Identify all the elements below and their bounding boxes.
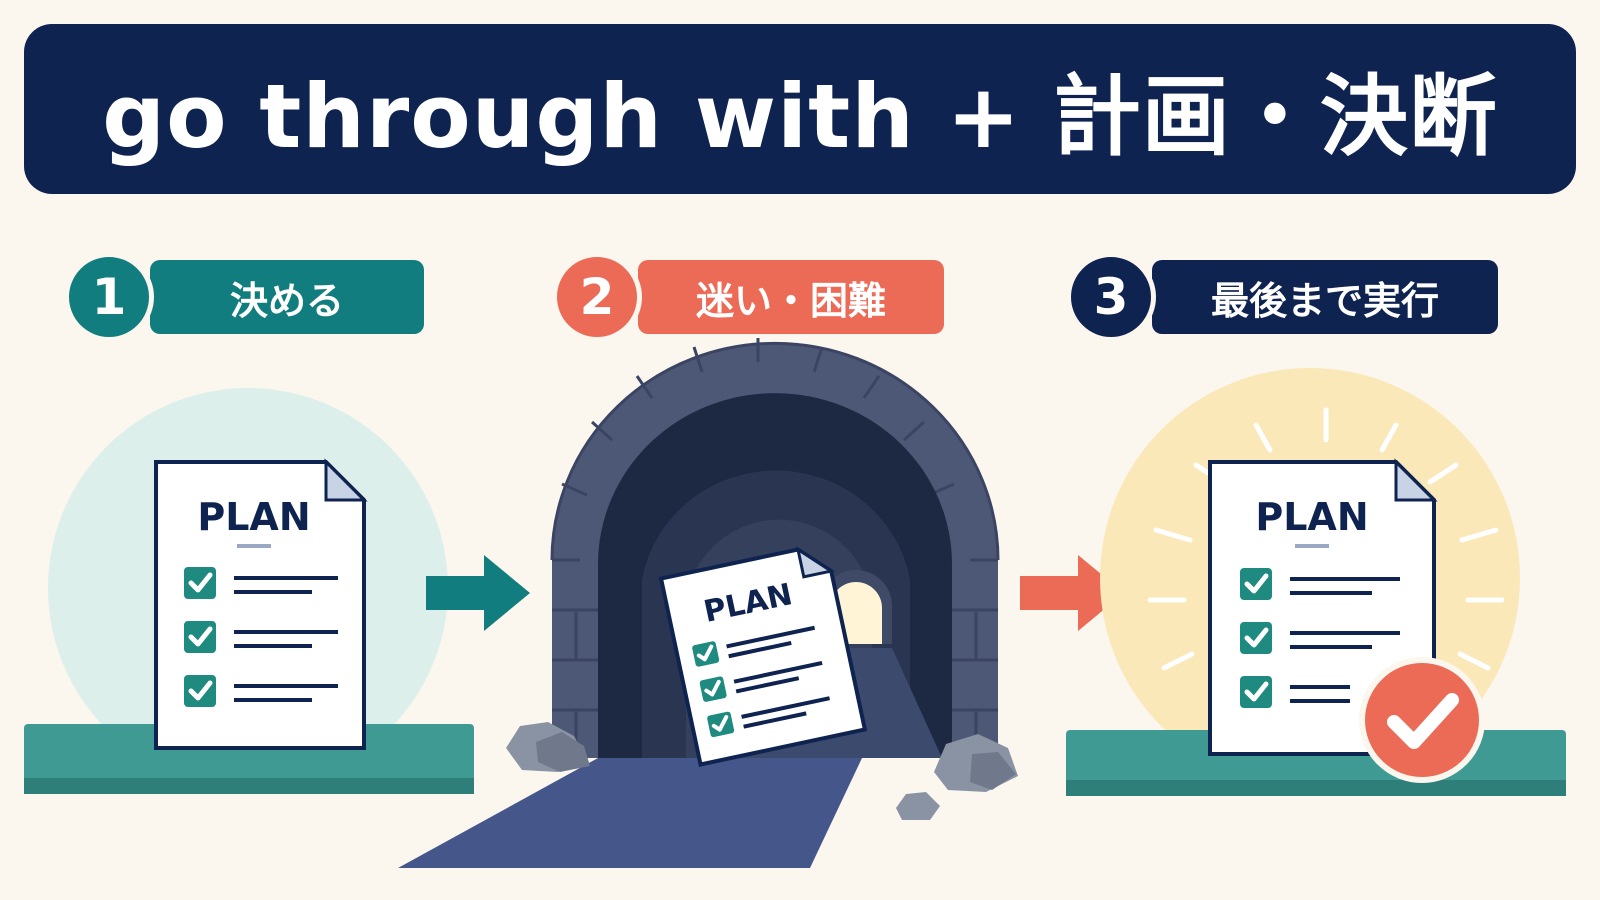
step-1-label-pill: 決める (150, 260, 424, 334)
checkbox-icon (184, 675, 216, 707)
checkbox-icon (707, 711, 735, 738)
plan-doc-title: PLAN (197, 495, 310, 539)
step-2-number: 2 (579, 268, 615, 326)
checkbox-icon (184, 567, 216, 599)
checkbox-icon (1240, 622, 1272, 654)
checkbox-icon (692, 641, 720, 667)
rock-icon (896, 792, 940, 820)
checkbox-icon (699, 676, 727, 702)
plan-document-icon: PLAN (658, 546, 868, 767)
plan-doc-title-complete: PLAN (1255, 495, 1368, 539)
step-2-header: 2 迷い・困難 (552, 252, 944, 342)
step-3-number-badge: 3 (1066, 252, 1156, 342)
step-3-label: 最後まで実行 (1210, 278, 1439, 323)
arrow-right-icon (426, 555, 530, 631)
title-banner: go through with + 計画・決断 (24, 24, 1576, 194)
platform-left-edge (24, 778, 474, 794)
step-1-number: 1 (91, 268, 127, 326)
panel-difficulty: PLAN (398, 338, 1018, 868)
step-2-number-badge: 2 (552, 252, 642, 342)
step-3-number: 3 (1093, 268, 1129, 326)
step-1-number-badge: 1 (64, 252, 154, 342)
plan-document-icon: PLAN (154, 458, 368, 750)
checkbox-icon (184, 621, 216, 653)
platform-right-edge (1066, 780, 1566, 796)
step-1-header: 1 決める (64, 252, 424, 342)
checkbox-icon (1240, 568, 1272, 600)
step-3-header: 3 最後まで実行 (1066, 252, 1498, 342)
check-badge-icon (1359, 657, 1485, 783)
road (398, 758, 862, 868)
step-2-label: 迷い・困難 (695, 278, 886, 323)
checkbox-icon (1240, 676, 1272, 708)
panel-decide: PLAN (24, 388, 474, 794)
page-title: go through with + 計画・決断 (102, 64, 1498, 168)
step-2-label-pill: 迷い・困難 (638, 260, 944, 334)
step-3-label-pill: 最後まで実行 (1152, 260, 1498, 334)
step-1-label: 決める (229, 278, 344, 323)
panel-complete: PLAN (1066, 368, 1566, 796)
